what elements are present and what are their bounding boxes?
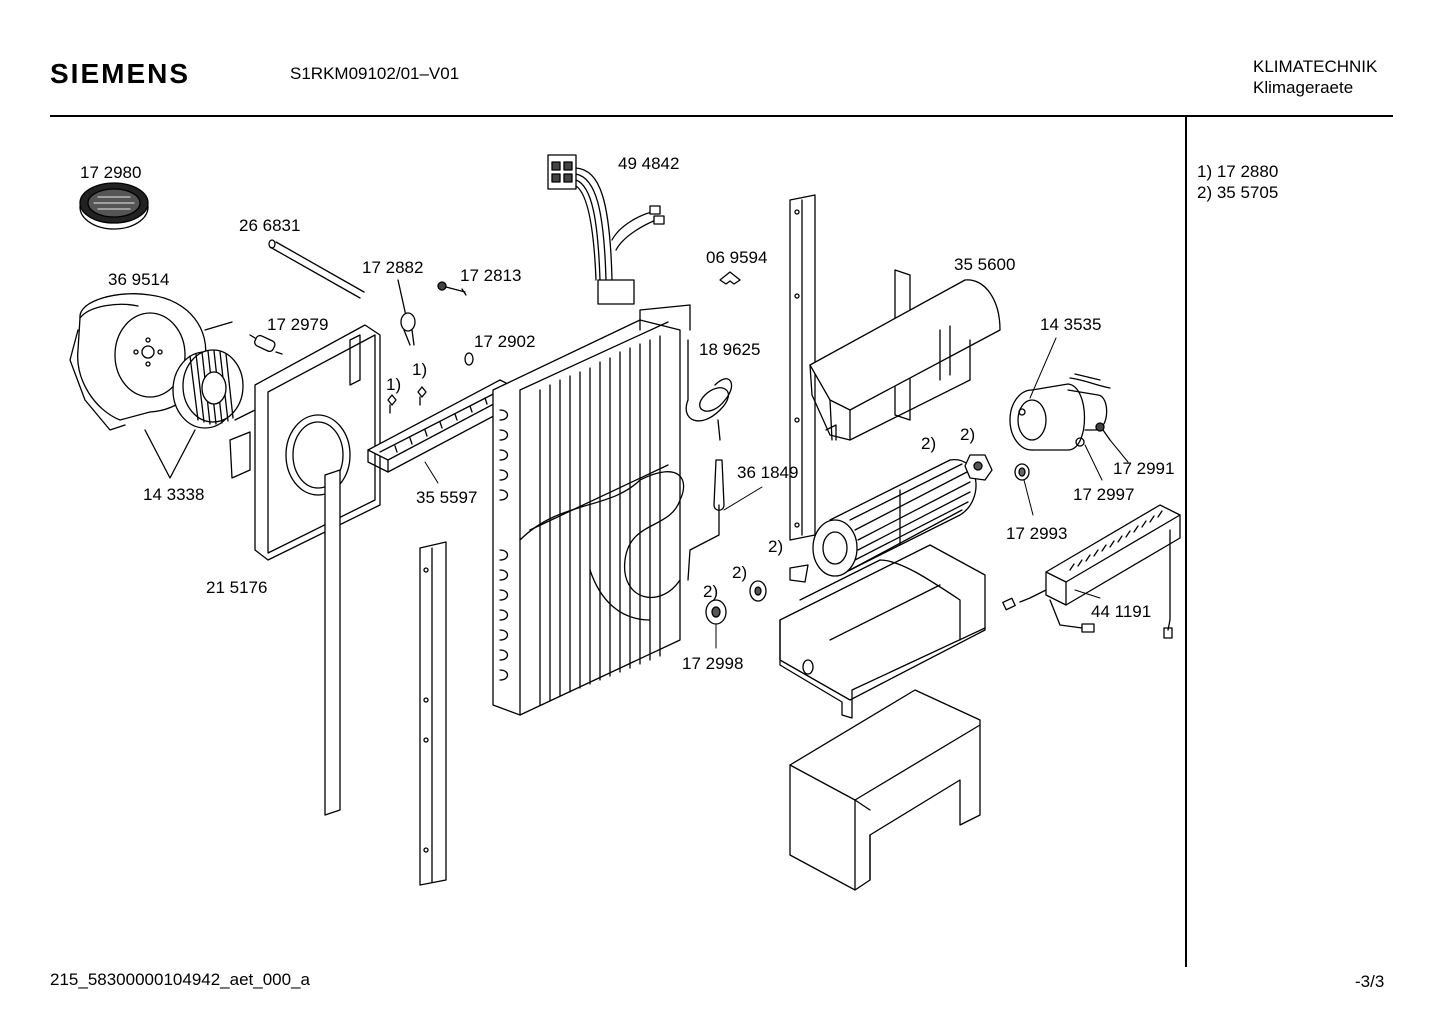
fan-motor-part: [1009, 373, 1111, 451]
label-441191: 44 1191: [1091, 602, 1151, 621]
label-069594: 06 9594: [706, 248, 767, 267]
clip-parts: [387, 386, 427, 414]
bushing-parts: [749, 454, 993, 602]
scroll-housing-part: [809, 279, 1001, 441]
ref-2-b: 2): [960, 425, 975, 444]
ref-2-e: 2): [703, 582, 718, 601]
clip-069594-part: [719, 271, 741, 285]
label-172979: 17 2979: [267, 315, 328, 334]
leader-143338: [144, 429, 196, 479]
page-number: -3/3: [1355, 972, 1385, 991]
screw-part: [437, 281, 467, 296]
thermostat-part: [397, 279, 416, 346]
rod-part: [268, 239, 365, 299]
label-172813: 17 2813: [460, 266, 521, 285]
bearing-part: [705, 599, 727, 625]
label-355597: 35 5597: [416, 488, 477, 507]
label-172991: 17 2991: [1113, 459, 1174, 478]
label-361849: 36 1849: [737, 463, 798, 482]
label-172998: 17 2998: [682, 654, 743, 673]
capacitor-part: [249, 334, 283, 355]
model-number: S1RKM09102/01–V01: [290, 64, 460, 83]
frame-rail-left: [324, 469, 447, 886]
drier-part: [687, 459, 725, 581]
label-215176: 21 5176: [206, 578, 267, 597]
label-172993: 17 2993: [1006, 524, 1067, 543]
label-172980: 17 2980: [80, 163, 141, 182]
capillary-coil-part: [685, 339, 733, 441]
label-143338: 14 3338: [143, 485, 204, 504]
screw-172991-part: [1095, 422, 1111, 441]
footnote-2: 2) 35 5705: [1197, 183, 1279, 202]
label-172902: 17 2902: [474, 332, 535, 351]
label-172997: 17 2997: [1073, 485, 1134, 504]
ref-2-d: 2): [732, 563, 747, 582]
category-subtitle: Klimageraete: [1253, 78, 1354, 97]
category-title: KLIMATECHNIK: [1253, 57, 1378, 76]
notes-divider: [1185, 117, 1187, 967]
label-172882: 17 2882: [362, 258, 423, 277]
part-labels: 17 2980 26 6831 36 9514 17 2882 17 2813 …: [80, 154, 1174, 673]
ref-1-a: 1): [386, 375, 401, 394]
drawing-id: 215_58300000104942_aet_000_a: [50, 970, 310, 989]
evaporator-coil-part: [492, 304, 691, 716]
label-494842: 49 4842: [618, 154, 679, 173]
fan-base-housing-part: [779, 544, 986, 719]
bushing-172993-part: [1014, 463, 1030, 481]
crossflow-fan-part: [812, 459, 977, 577]
mounting-plate-part: [229, 324, 381, 561]
ring-part: [464, 352, 474, 366]
heater-element-part: [1002, 504, 1181, 639]
label-355600: 35 5600: [954, 255, 1015, 274]
label-369514: 36 9514: [108, 270, 169, 289]
ref-2-a: 2): [921, 434, 936, 453]
label-189625: 18 9625: [699, 340, 760, 359]
brand-logo: SIEMENS: [50, 58, 191, 89]
base-support-part: [789, 689, 981, 891]
filter-disc-part: [79, 182, 149, 230]
ref-2-c: 2): [768, 537, 783, 556]
header-divider: [50, 115, 1393, 117]
leader-lines: [424, 337, 1129, 649]
blower-wheel-part: [172, 349, 244, 429]
label-266831: 26 6831: [239, 216, 300, 235]
wiring-harness-part: [547, 154, 665, 305]
footnote-1: 1) 17 2880: [1197, 162, 1279, 181]
ref-1-b: 1): [412, 360, 427, 379]
label-143535: 14 3535: [1040, 315, 1101, 334]
